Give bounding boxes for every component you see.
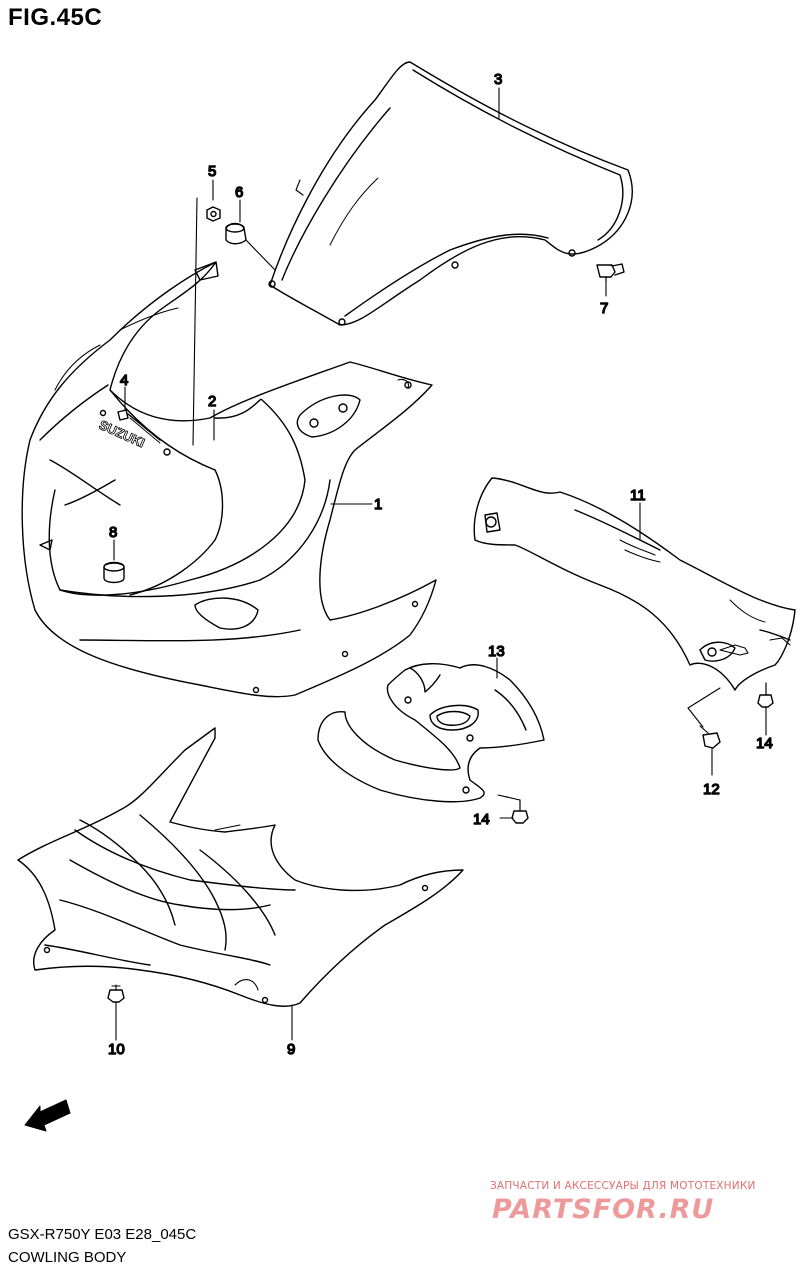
lower-cowling-part[interactable] xyxy=(17,727,464,1007)
watermark-tagline: ЗАПЧАСТИ И АКСЕССУАРЫ ДЛЯ МОТОТЕХНИКИ xyxy=(490,1180,756,1192)
screw-part-14a[interactable] xyxy=(511,799,529,824)
figure-title: FIG.45C xyxy=(8,4,103,31)
callout-numbers: 5 6 3 7 2 4 1 8 11 13 14 14 12 10 9 xyxy=(107,70,773,1058)
screw-part-10[interactable] xyxy=(107,984,125,1003)
callout-7: 7 xyxy=(600,300,608,317)
callout-8: 8 xyxy=(109,524,117,541)
callout-1: 1 xyxy=(374,496,382,513)
callout-10: 10 xyxy=(108,1041,125,1058)
upper-cowling-part[interactable]: SUZUKI xyxy=(21,261,437,698)
nut-part-5[interactable] xyxy=(206,206,221,222)
screw-part-7[interactable] xyxy=(596,263,625,284)
windscreen-part[interactable] xyxy=(268,61,633,326)
fwd-arrow-icon: FWD xyxy=(24,1099,71,1132)
rubber-cushion-part-8[interactable] xyxy=(103,561,125,584)
callout-2: 2 xyxy=(208,393,216,410)
inner-cover-part[interactable] xyxy=(317,663,545,803)
screw-part-12[interactable] xyxy=(699,725,721,749)
callout-4: 4 xyxy=(120,372,128,389)
section-name: COWLING BODY xyxy=(8,1249,127,1266)
callout-14a: 14 xyxy=(473,811,490,828)
watermark-logo: PARTSFOR.RU xyxy=(492,1194,715,1225)
callout-6: 6 xyxy=(235,184,243,201)
callout-9: 9 xyxy=(287,1041,295,1058)
leader-lines xyxy=(113,87,767,1041)
callout-14b: 14 xyxy=(756,735,773,752)
callout-13: 13 xyxy=(488,643,505,660)
model-code: GSX-R750Y E03 E28_045C xyxy=(8,1226,197,1243)
callout-3: 3 xyxy=(494,71,502,88)
grommet-part-6[interactable] xyxy=(225,222,247,245)
inner-side-panel-part[interactable] xyxy=(473,477,796,691)
bolt-part-4[interactable] xyxy=(117,409,171,456)
screw-part-14b[interactable] xyxy=(757,682,774,708)
callout-5: 5 xyxy=(208,163,216,180)
callout-12: 12 xyxy=(703,781,720,798)
callout-11: 11 xyxy=(630,487,646,504)
